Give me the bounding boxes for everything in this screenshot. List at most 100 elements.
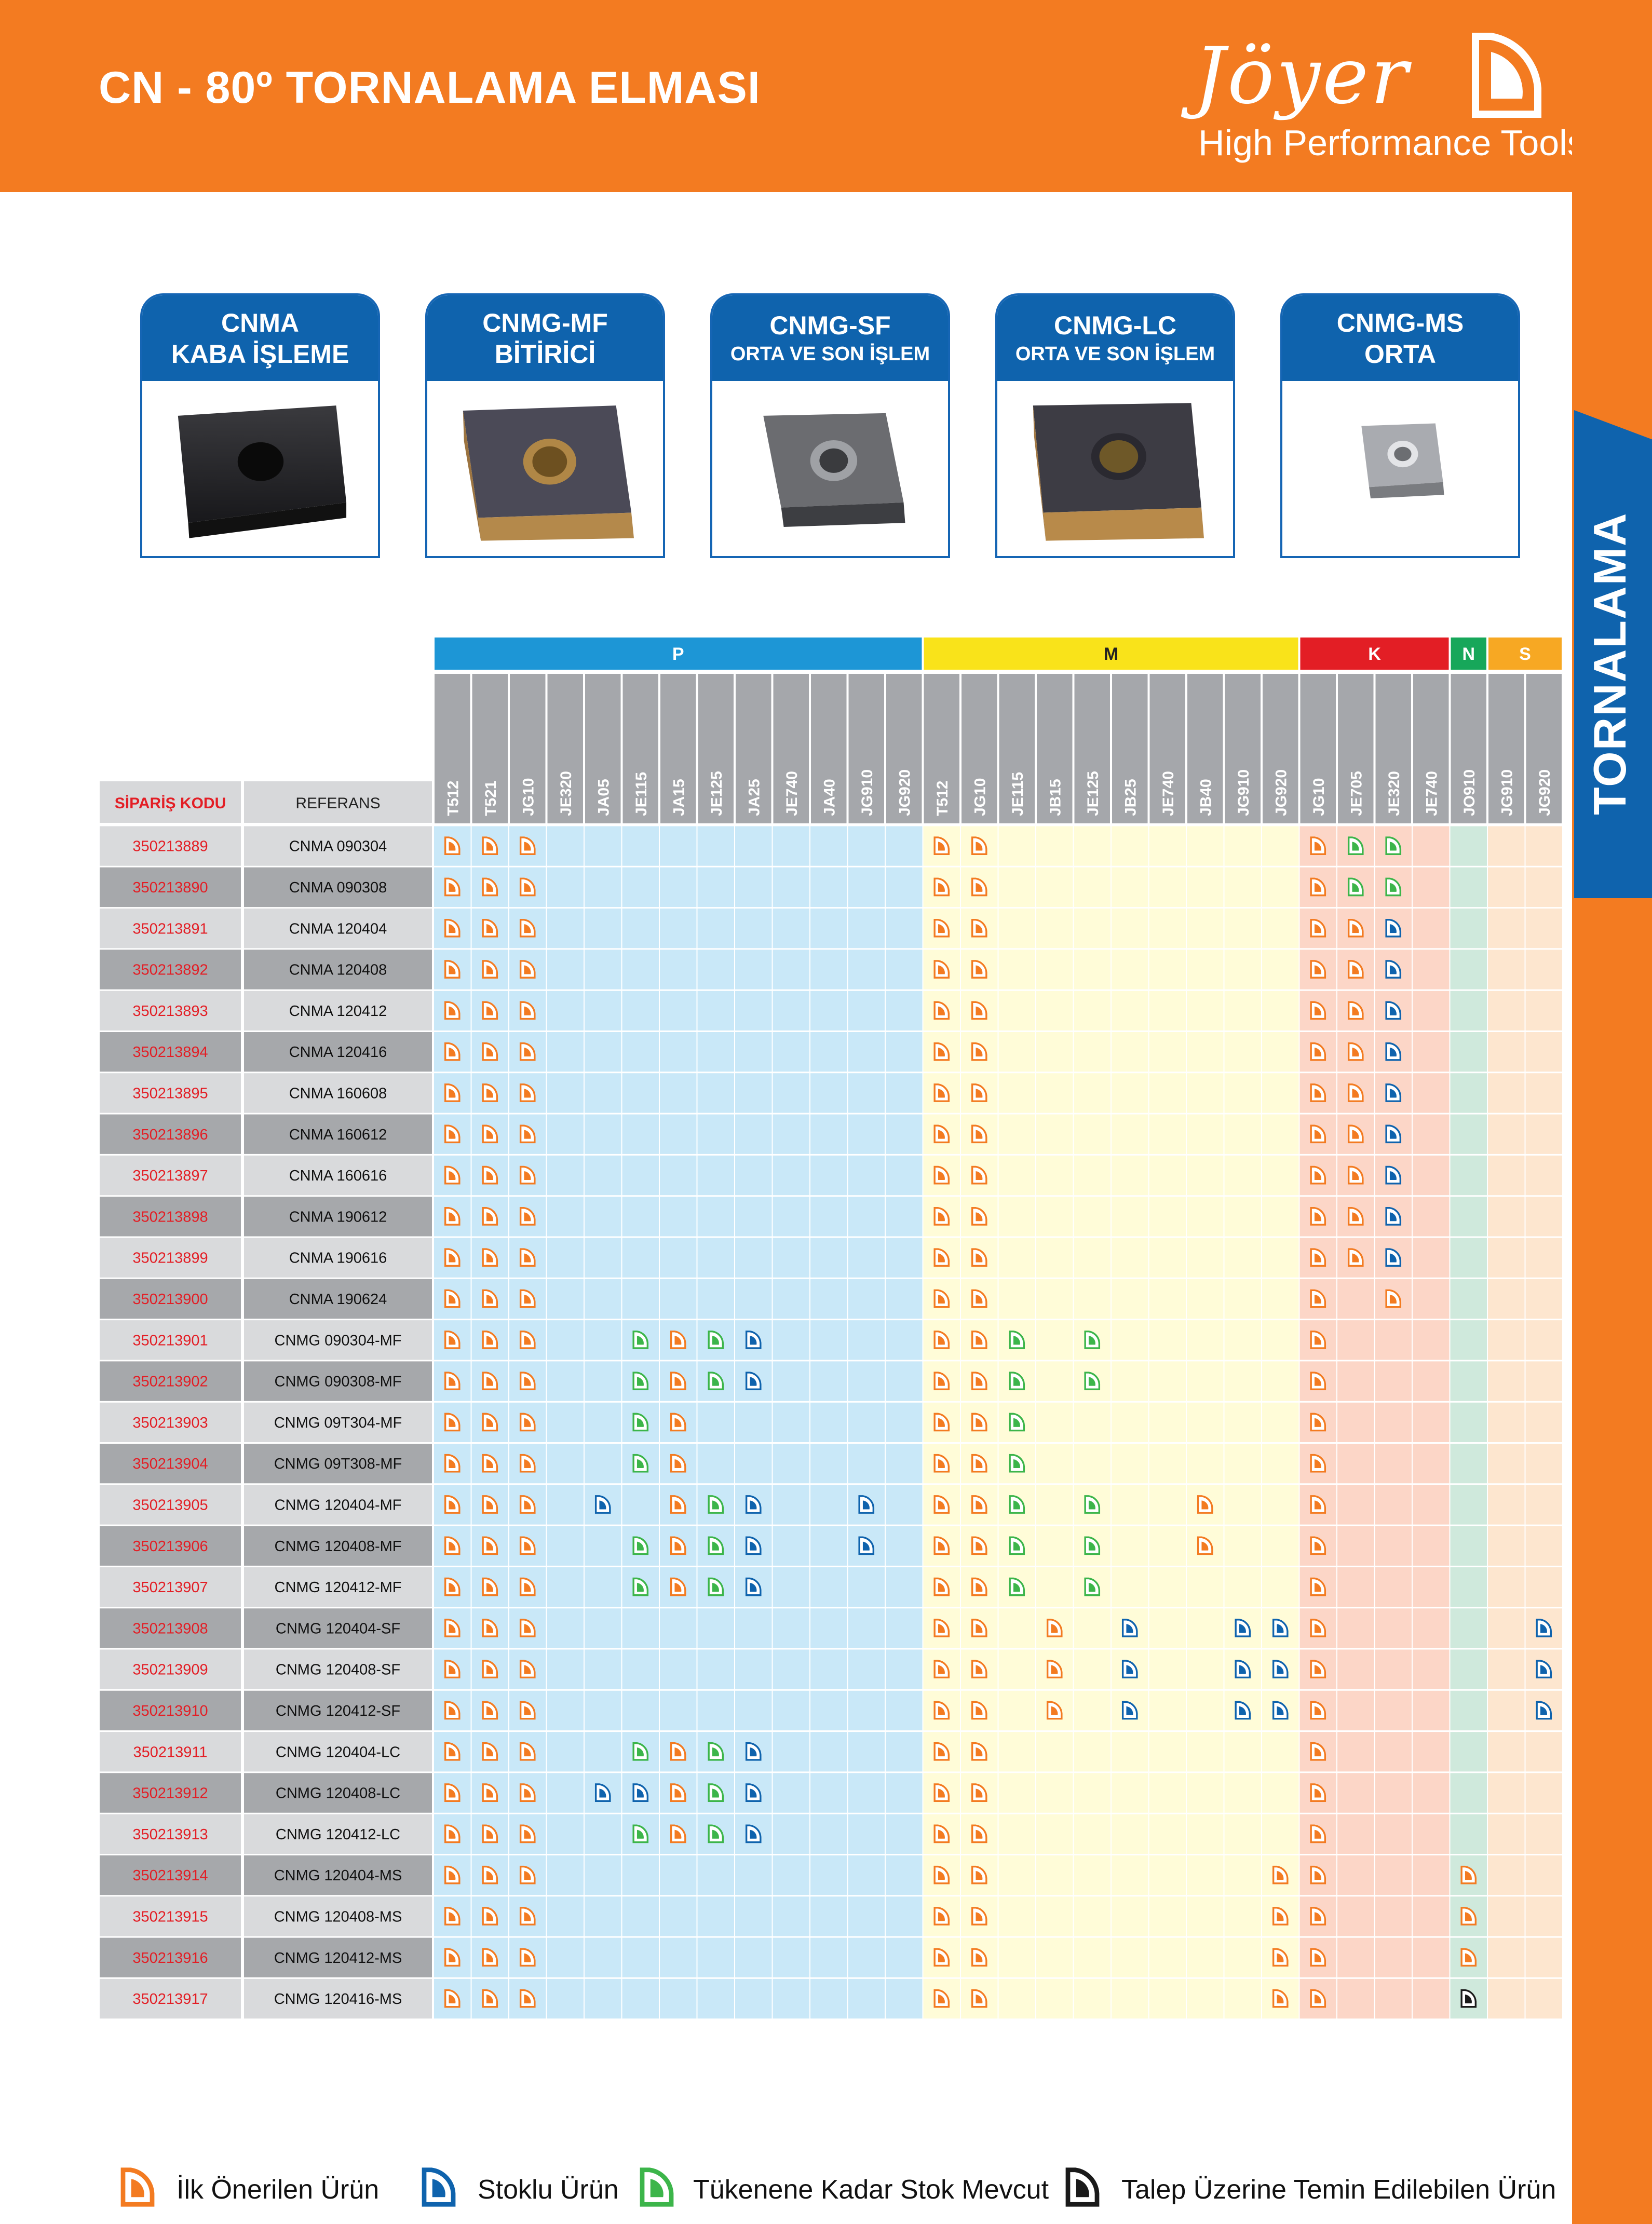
grade-header-cell [622,674,658,823]
orange-insert-icon [444,1454,461,1473]
orange-insert-icon [1310,1783,1326,1802]
orange-insert-icon [1310,1083,1326,1102]
orange-insert-icon [519,1536,536,1555]
order-code-cell [100,1566,241,1608]
reference-code: CNMA 090304 [289,838,387,855]
order-code-cell [100,1155,241,1196]
order-code-cell [100,1813,241,1855]
orange-insert-icon [971,918,987,938]
orange-insert-icon [1310,1865,1326,1884]
grade-header-label: JB40 [1197,779,1214,816]
order-code-cell [100,1690,241,1731]
orange-insert-icon [933,1824,950,1843]
reference-cell [244,1360,432,1402]
grade-header-label: JG10 [971,778,989,816]
orange-insert-icon [519,1248,536,1267]
orange-insert-icon [519,1660,536,1679]
material-group-m [924,638,1298,670]
orange-insert-icon [1310,1742,1326,1761]
orange-insert-icon [444,1619,461,1637]
orange-insert-icon [444,1701,461,1720]
orange-insert-icon [971,1124,987,1144]
blue-insert-icon [1385,1083,1402,1102]
reference-code: CNMG 09T304-MF [274,1415,402,1431]
orange-insert-icon [444,1783,461,1802]
orange-insert-icon [482,1042,498,1061]
order-code-cell [100,1525,241,1567]
grade-header-label: JG920 [1536,769,1553,816]
orange-insert-icon [444,836,461,856]
order-code: 350213896 [132,1127,208,1143]
orange-insert-icon [482,1289,498,1308]
orange-insert-icon [444,1289,461,1308]
orange-insert-icon [519,1289,536,1308]
reference-cell [244,1566,432,1608]
reference-header-cell [244,781,432,823]
cnmg-lc-insert-image [1033,403,1204,541]
green-insert-icon [1009,1536,1025,1555]
orange-insert-icon [482,1824,498,1843]
orange-insert-icon [482,1165,498,1185]
blue-insert-icon [745,1824,762,1843]
blue-insert-icon [1121,1660,1138,1679]
order-code: 350213916 [132,1950,208,1967]
orange-insert-icon [1347,1001,1364,1020]
reference-cell [244,1854,432,1896]
orange-insert-icon [1310,1289,1326,1308]
orange-insert-icon [933,1495,950,1514]
orange-insert-icon [971,1619,987,1637]
grade-header-label: JE320 [558,771,575,816]
reference-code: CNMA 160616 [289,1168,387,1184]
orange-insert-icon [1310,1907,1326,1925]
orange-insert-icon [933,1372,950,1390]
orange-insert-icon [1310,1413,1326,1432]
order-code: 350213891 [132,920,208,937]
reference-code: CNMA 190612 [289,1209,387,1225]
card-subtitle: ORTA VE SON İŞLEM [1015,343,1215,365]
orange-insert-icon [971,1413,987,1432]
cnmg-mf-insert-image [463,405,634,541]
reference-code: CNMG 120404-MS [274,1867,402,1884]
side-strip [1572,0,1652,2224]
orange-insert-icon [933,877,950,897]
blue-insert-icon [1385,1001,1402,1020]
reference-code: CNMG 120412-MS [274,1950,402,1967]
brand-tagline: High Performance Tools [1198,123,1586,163]
grade-header-label: JE115 [633,772,650,816]
order-code: 350213895 [132,1085,208,1102]
blue-insert-icon [745,1536,762,1555]
orange-insert-icon [519,836,536,856]
green-insert-icon [632,1454,649,1473]
orange-insert-icon [519,1001,536,1020]
material-group-label: S [1519,644,1531,664]
orange-insert-icon [519,1577,536,1596]
orange-insert-icon [670,1454,686,1473]
orange-insert-icon [1460,1948,1477,1967]
orange-insert-icon [444,1865,461,1884]
orange-insert-icon [482,1001,498,1020]
brand-logo-text: Jöyer [1194,31,1410,121]
reference-cell [244,907,432,949]
blue-insert-icon [422,2167,456,2207]
orange-insert-icon [482,1783,498,1802]
order-code-cell [100,1031,241,1073]
orange-insert-icon [1197,1536,1213,1555]
orange-insert-icon [971,1824,987,1843]
grade-header-label: JA40 [821,779,838,816]
green-insert-icon [1084,1372,1101,1390]
order-code-cell [100,1937,241,1978]
card-subtitle: ORTA [1364,339,1436,369]
grade-header-cell [848,674,884,823]
order-code-cell [100,1895,241,1937]
orange-insert-icon [519,1495,536,1514]
reference-code: CNMG 120416-MS [274,1991,402,2008]
reference-code: CNMG 120404-SF [276,1620,400,1637]
green-insert-icon [632,1824,649,1843]
blue-insert-icon [745,1783,762,1802]
orange-insert-icon [971,1495,987,1514]
grade-header-label: JE125 [708,771,725,816]
blue-insert-icon [745,1372,762,1390]
orange-insert-icon [120,2167,155,2207]
orange-insert-icon [933,1989,950,2008]
orange-insert-icon [1310,1660,1326,1679]
